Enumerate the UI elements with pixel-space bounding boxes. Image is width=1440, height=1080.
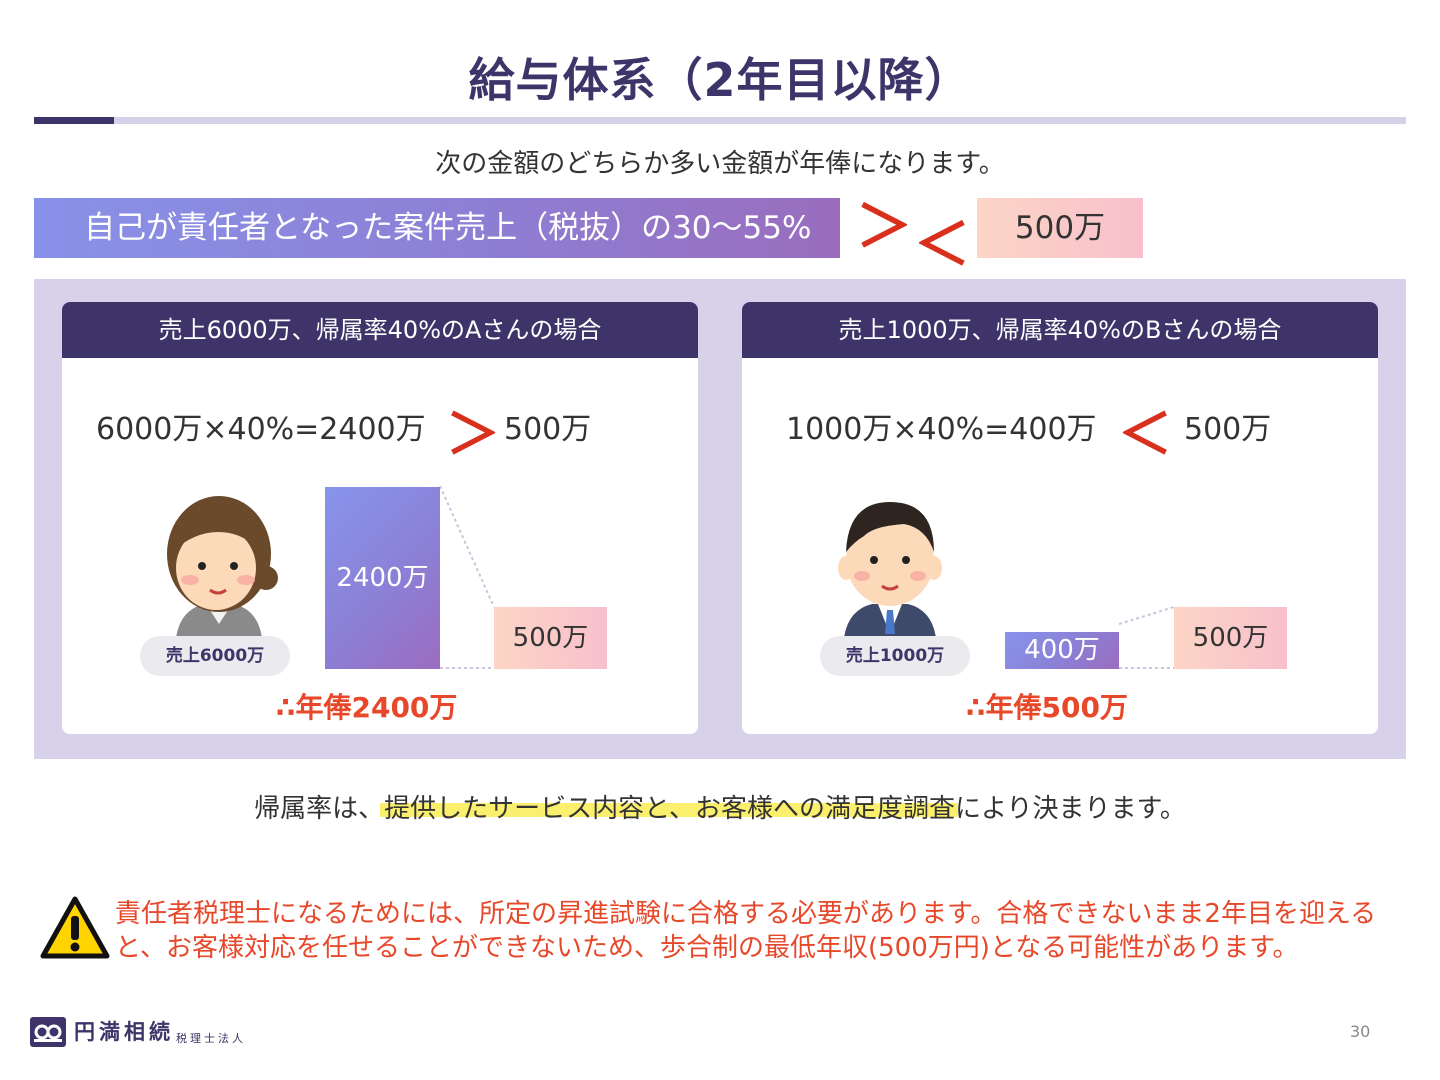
company-logo-icon — [30, 1017, 66, 1047]
warning-text: 責任者税理士になるためには、所定の昇進試験に合格する必要があります。合格できない… — [115, 899, 1377, 963]
case-card-a: 売上6000万、帰属率40%のAさんの場合 6000万×40%=2400万 ＞ … — [62, 302, 698, 734]
case-b-compare-value: 500万 — [1184, 412, 1272, 447]
case-a-result: ∴年俸2400万 — [276, 691, 458, 724]
case-a-min-label: 500万 — [512, 623, 589, 653]
case-a-bar-connectors — [439, 485, 495, 669]
attribution-note: 帰属率は、提供したサービス内容と、お客様への満足度調査により決まります。 — [0, 788, 1440, 825]
warning-triangle-icon — [40, 896, 110, 959]
case-a-calc: 6000万×40%=2400万 — [96, 412, 426, 447]
case-b-compare-symbol: ＜ — [1118, 403, 1172, 466]
minimum-salary-box: 500万 — [977, 198, 1143, 258]
case-b-header: 売上1000万、帰属率40%のBさんの場合 — [742, 302, 1378, 358]
case-a-header: 売上6000万、帰属率40%のAさんの場合 — [62, 302, 698, 358]
man-avatar-icon — [838, 502, 942, 638]
page-title: 給与体系（2年目以降） — [468, 53, 972, 107]
case-a-minimum-bar: 500万 — [494, 607, 607, 669]
case-b-minimum-bar: 500万 — [1174, 607, 1287, 669]
company-name: 円満相続 — [74, 1020, 174, 1044]
company-subtitle: 税理士法人 — [176, 1032, 246, 1045]
case-b-bar-label: 400万 — [1024, 635, 1100, 665]
case-b-result-bar: 400万 — [1005, 632, 1119, 669]
page-number: 30 — [1350, 1022, 1371, 1041]
case-a-sales-pill: 売上6000万 — [140, 636, 290, 676]
woman-avatar-icon — [167, 496, 278, 638]
case-card-b: 売上1000万、帰属率40%のBさんの場合 1000万×40%=400万 ＜ 5… — [742, 302, 1378, 734]
case-a-compare-value: 500万 — [504, 412, 592, 447]
lead-text: 次の金額のどちらか多い金額が年俸になります。 — [435, 149, 1005, 179]
less-than-symbol: ＜ — [914, 213, 970, 278]
attribution-note-text: 帰属率は、提供したサービス内容と、お客様への満足度調査により決まります。 — [254, 794, 1186, 824]
formula-box: 自己が責任者となった案件売上（税抜）の30～55% — [34, 198, 840, 258]
title-underline — [34, 117, 1406, 124]
title-underline-accent — [34, 117, 114, 124]
greater-than-symbol: ＞ — [856, 195, 912, 260]
case-b-sales-pill: 売上1000万 — [820, 636, 970, 676]
note-highlight — [380, 803, 958, 817]
case-b-calc: 1000万×40%=400万 — [786, 412, 1097, 447]
case-b-result: ∴年俸500万 — [966, 691, 1128, 724]
case-a-compare-symbol: ＞ — [446, 403, 500, 466]
case-a-bar-label: 2400万 — [336, 563, 429, 593]
case-b-min-label: 500万 — [1192, 623, 1269, 653]
case-b-bar-connectors — [1118, 606, 1175, 669]
case-a-result-bar: 2400万 — [325, 487, 440, 669]
